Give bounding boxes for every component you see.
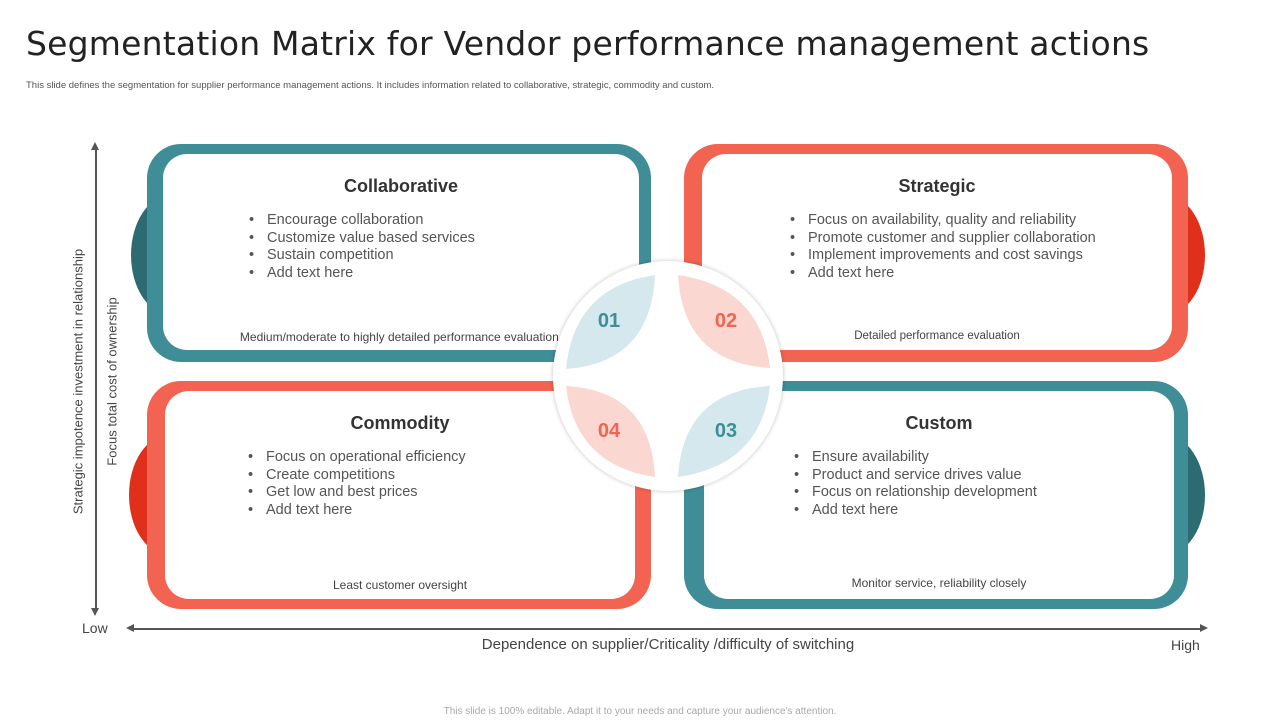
strategic-title: Strategic xyxy=(898,176,976,196)
x-axis-arrow xyxy=(126,625,1208,631)
commodity-bullet-list: Focus on operational efficiency Create c… xyxy=(246,449,466,519)
collaborative-bullet-list: Encourage collaboration Customize value … xyxy=(247,212,475,282)
page-subtitle: This slide defines the segmentation for … xyxy=(26,80,715,91)
axis-label-low: Low xyxy=(82,620,108,636)
list-item: Sustain competition xyxy=(247,247,475,265)
custom-bullet-list: Ensure availability Product and service … xyxy=(792,449,1037,519)
strategic-bullet-list: Focus on availability, quality and relia… xyxy=(788,212,1096,282)
petal-number-03: 03 xyxy=(715,420,737,442)
list-item: Promote customer and supplier collaborat… xyxy=(788,230,1096,248)
petal-number-04: 04 xyxy=(598,420,621,442)
list-item: Focus on relationship development xyxy=(792,484,1037,502)
list-item: Encourage collaboration xyxy=(247,212,475,230)
petal-01 xyxy=(566,275,655,369)
collaborative-card: Collaborative Encourage collaboration Cu… xyxy=(147,144,651,362)
strategic-footer: Detailed performance evaluation xyxy=(854,330,1020,342)
y-axis-arrow xyxy=(92,142,98,616)
list-item: Get low and best prices xyxy=(246,484,466,502)
custom-footer: Monitor service, reliability closely xyxy=(851,576,1027,590)
page-title: Segmentation Matrix for Vendor performan… xyxy=(26,24,1150,63)
petal-04 xyxy=(566,386,655,477)
list-item: Add text here xyxy=(246,502,466,520)
axis-label-high: High xyxy=(1171,637,1200,653)
list-item: Implement improvements and cost savings xyxy=(788,247,1096,265)
custom-title: Custom xyxy=(905,413,973,433)
list-item: Ensure availability xyxy=(792,449,1037,467)
collaborative-title: Collaborative xyxy=(343,176,459,196)
center-circle xyxy=(553,261,783,491)
petal-number-02: 02 xyxy=(715,310,737,332)
commodity-title: Commodity xyxy=(350,413,450,433)
petal-number-01: 01 xyxy=(598,310,620,332)
petal-02 xyxy=(678,275,770,368)
list-item: Create competitions xyxy=(246,467,466,485)
list-item: Add text here xyxy=(788,265,1096,283)
list-item: Add text here xyxy=(247,265,475,283)
center-petals-graphic: 01 02 04 03 xyxy=(566,275,770,477)
list-item: Focus on availability, quality and relia… xyxy=(788,212,1096,230)
footer-note: This slide is 100% editable. Adapt it to… xyxy=(443,706,837,717)
commodity-footer: Least customer oversight xyxy=(332,578,468,592)
list-item: Add text here xyxy=(792,502,1037,520)
petal-03 xyxy=(678,386,770,477)
y-axis-label-outer: Strategic impotence investment in relati… xyxy=(70,248,86,515)
list-item: Product and service drives value xyxy=(792,467,1037,485)
list-item: Customize value based services xyxy=(247,230,475,248)
y-axis-label-inner: Focus total cost of ownership xyxy=(104,297,120,466)
list-item: Focus on operational efficiency xyxy=(246,449,466,467)
collaborative-footer: Medium/moderate to highly detailed perfo… xyxy=(239,330,563,344)
x-axis-label: Dependence on supplier/Criticality /diff… xyxy=(481,636,855,653)
